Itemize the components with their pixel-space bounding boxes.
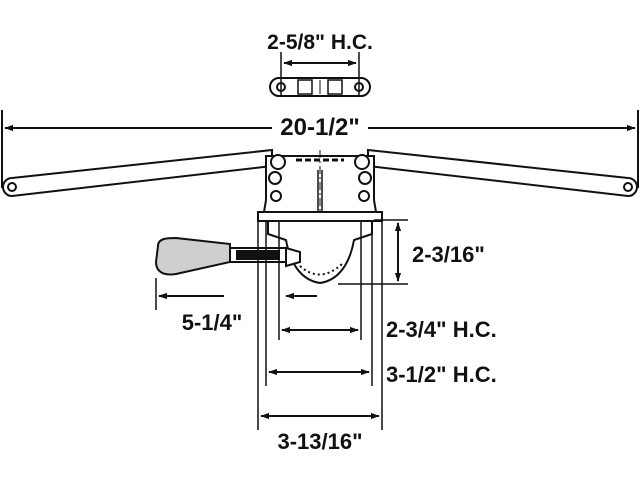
right-arm-end-hole [623, 182, 633, 192]
height-dimension-label: 2-3/16" [412, 242, 485, 267]
base-width-label: 3-13/16" [277, 429, 362, 454]
base-plate [257, 211, 383, 222]
left-arm-end-hole [7, 182, 17, 192]
outer-hc-label: 3-1/2" H.C. [386, 362, 497, 387]
overall-length-label: 20-1/2" [280, 114, 359, 141]
overall-label-backing [272, 112, 368, 140]
operator-body [262, 150, 378, 280]
top-hinge-part [269, 77, 371, 97]
left-arm [2, 148, 273, 198]
top-hinge-dimension-label: 2-5/8" H.C. [267, 31, 373, 54]
handle-offset-label: 5-1/4" [182, 310, 243, 335]
inner-hc-label: 2-3/4" H.C. [386, 317, 497, 342]
right-arm [367, 148, 638, 198]
